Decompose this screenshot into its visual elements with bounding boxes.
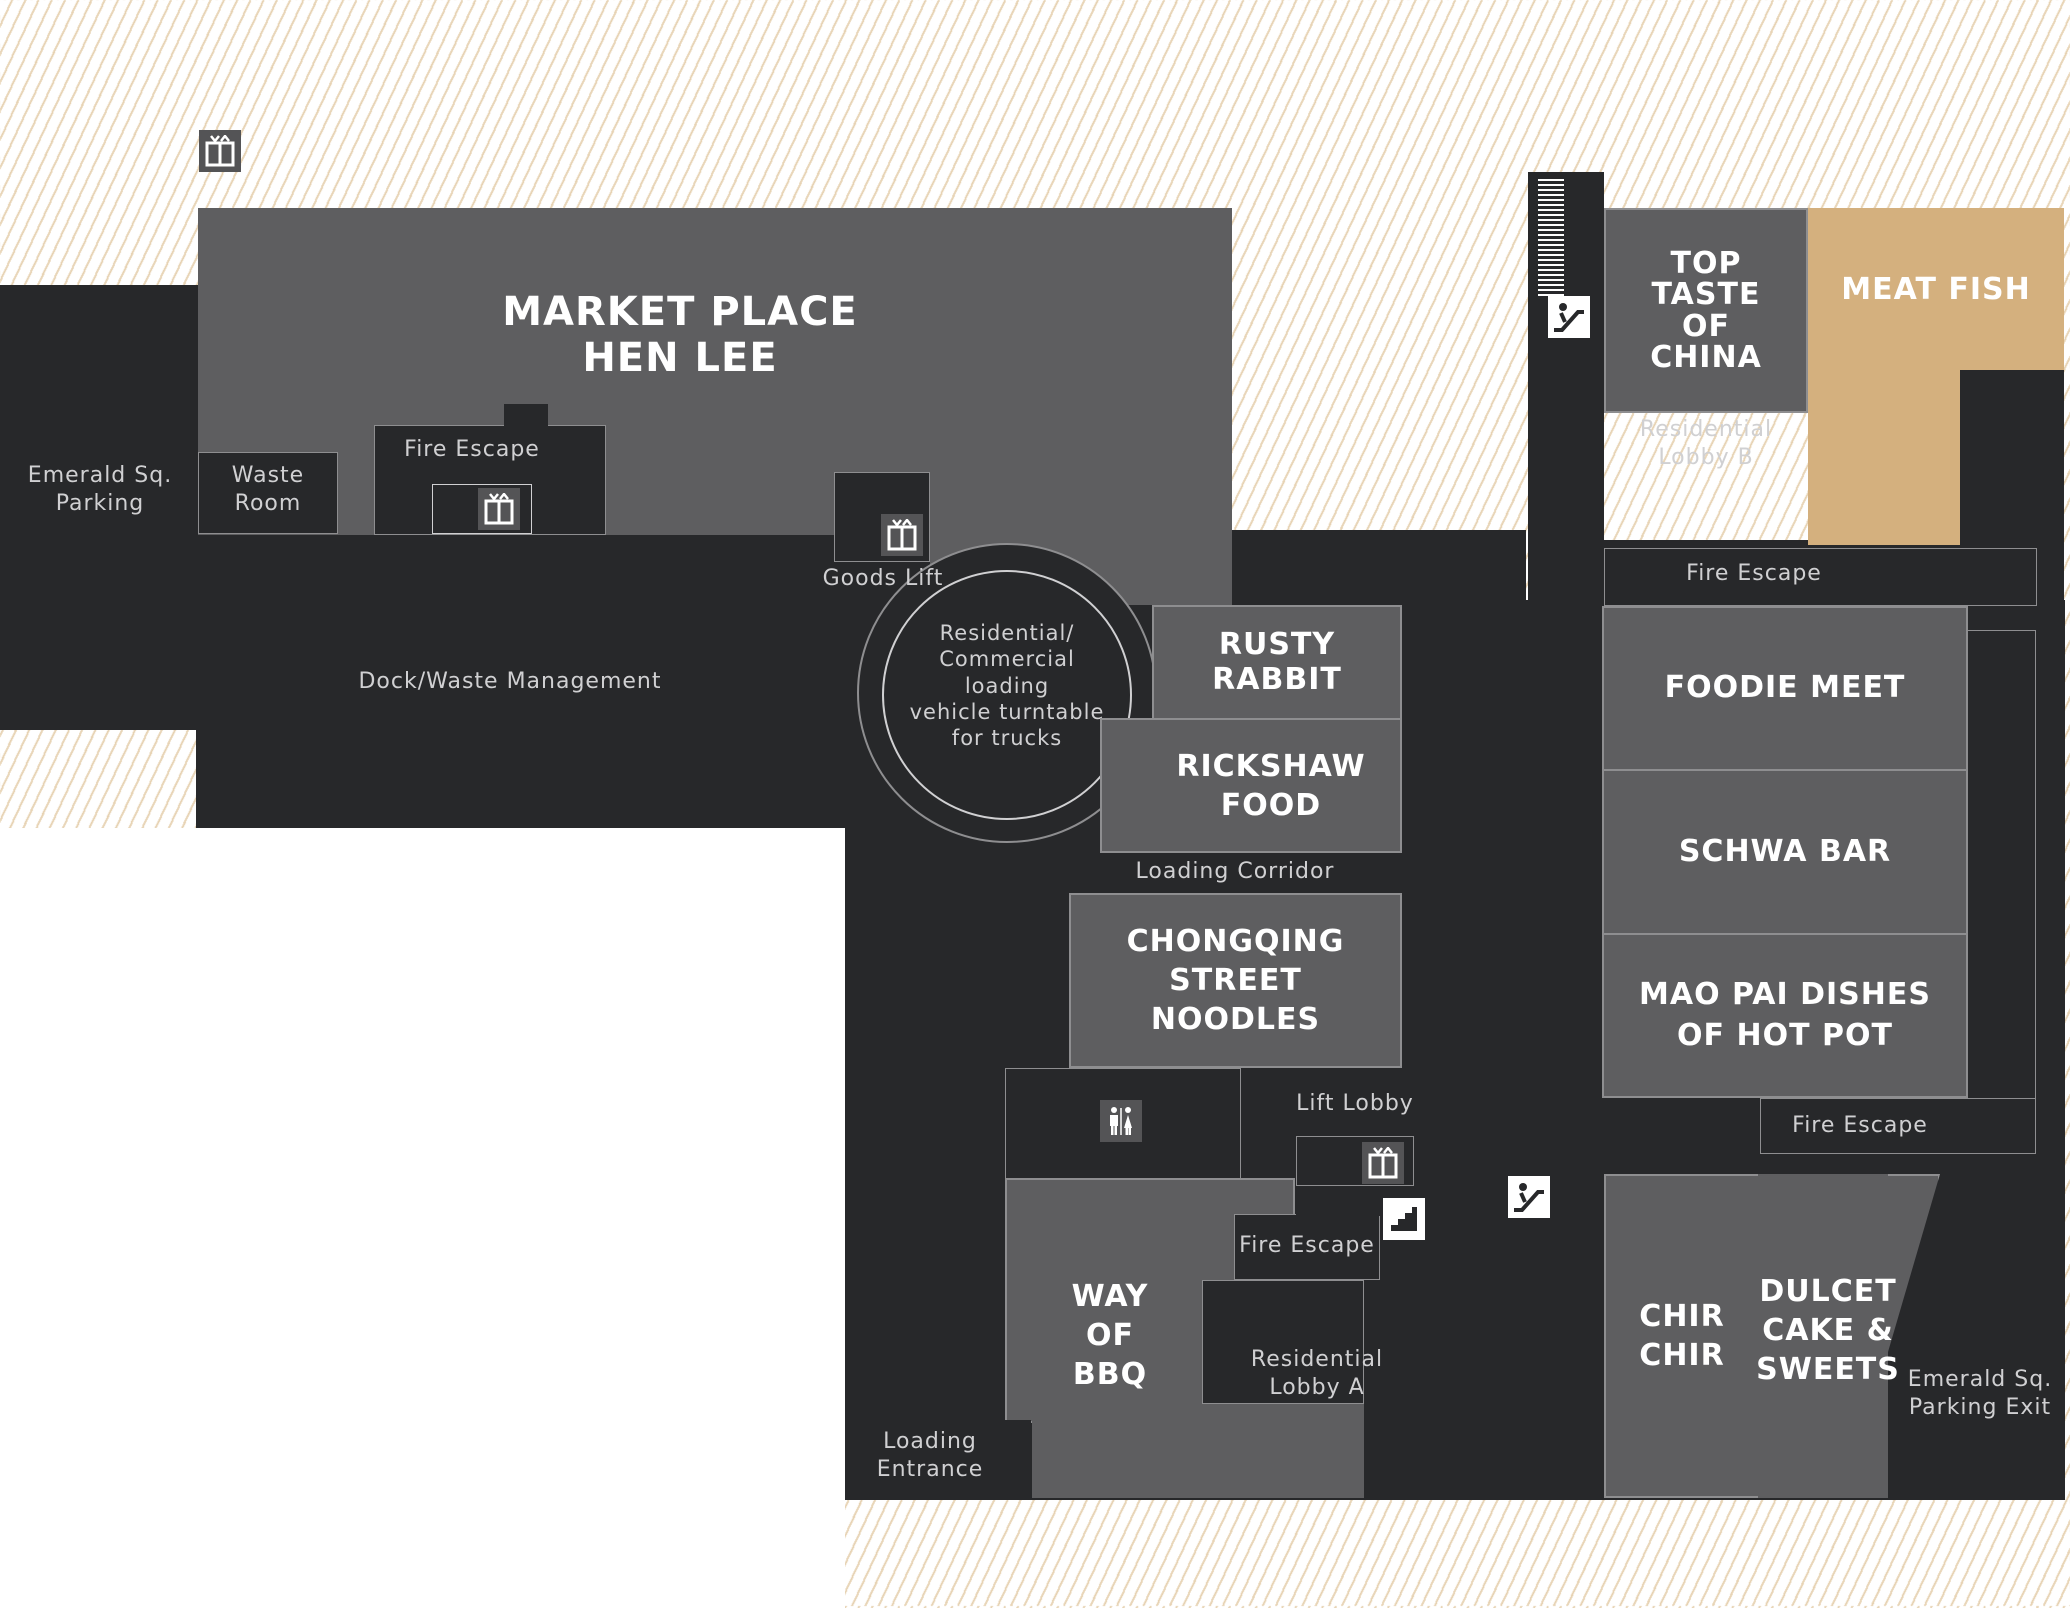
store-meat-fish-tail bbox=[1808, 360, 1960, 545]
lift-icon[interactable] bbox=[881, 514, 923, 556]
loading-entrance-notch bbox=[845, 1420, 1031, 1500]
store-chongqing[interactable] bbox=[1069, 893, 1402, 1068]
label-loading-corridor: Loading Corridor bbox=[1135, 859, 1335, 884]
store-dulcet-body bbox=[1758, 1174, 1888, 1498]
store-meat-fish[interactable] bbox=[1808, 208, 2064, 370]
label-dock-waste: Dock/Waste Management bbox=[358, 669, 662, 694]
label-fire-escape-market: Fire Escape bbox=[404, 437, 540, 462]
fire-escape-right-side bbox=[1964, 630, 2036, 1154]
label-lift-lobby: Lift Lobby bbox=[1296, 1091, 1414, 1116]
store-label-market-place: MARKET PLACE HEN LEE bbox=[502, 289, 858, 381]
escalator-icon[interactable] bbox=[1508, 1176, 1550, 1218]
store-label-rickshaw-food: RICKSHAW FOOD bbox=[1176, 748, 1366, 823]
store-label-chongqing: CHONGQING STREET NOODLES bbox=[1126, 924, 1345, 1037]
store-label-rusty-rabbit: RUSTY RABBIT bbox=[1212, 627, 1342, 697]
lift-icon[interactable] bbox=[478, 488, 520, 530]
store-label-mao-pai: MAO PAI DISHES OF HOT POT bbox=[1639, 977, 1931, 1053]
store-label-chir-chir: CHIR CHIR bbox=[1639, 1299, 1725, 1373]
blank-area bbox=[0, 828, 845, 1608]
store-schwa-bar[interactable] bbox=[1602, 769, 1968, 935]
stairs-icon[interactable] bbox=[1383, 1198, 1425, 1240]
label-fire-escape-right-top: Fire Escape bbox=[1686, 561, 1822, 586]
waste-room bbox=[198, 452, 338, 534]
label-loading-entrance: Loading Entrance bbox=[876, 1429, 984, 1482]
label-waste-room: Waste Room bbox=[231, 463, 305, 516]
escalator-icon[interactable] bbox=[1548, 296, 1590, 338]
store-label-meat-fish: MEAT FISH bbox=[1841, 271, 2031, 307]
store-label-way-of-bbq: WAY OF BBQ bbox=[1071, 1278, 1149, 1392]
store-label-schwa-bar: SCHWA BAR bbox=[1678, 833, 1892, 869]
store-chir-chir[interactable] bbox=[1604, 1174, 1760, 1498]
restroom-icon[interactable] bbox=[1100, 1100, 1142, 1142]
store-mao-pai[interactable] bbox=[1602, 933, 1968, 1098]
fire-escape-market-top bbox=[504, 404, 548, 434]
label-emerald-parking: Emerald Sq. Parking bbox=[27, 463, 173, 516]
store-label-foodie-meet: FOODIE MEET bbox=[1664, 670, 1906, 706]
parking-area bbox=[0, 285, 200, 730]
meat-fish-back bbox=[1958, 370, 2064, 550]
blank-area bbox=[0, 1500, 2070, 1606]
store-rickshaw-food[interactable] bbox=[1100, 718, 1402, 853]
lift-icon[interactable] bbox=[199, 130, 241, 172]
label-goods-lift: Goods Lift bbox=[822, 566, 944, 591]
label-residential-lobby-b: Residential Lobby B bbox=[1639, 417, 1773, 470]
store-label-top-taste: TOP TASTE OF CHINA bbox=[1650, 245, 1762, 375]
fire-escape-right-mid-room bbox=[1760, 1098, 2036, 1154]
label-emerald-parking-exit: Emerald Sq. Parking Exit bbox=[1907, 1367, 2053, 1420]
fire-escape-center-top bbox=[1296, 1186, 1380, 1216]
label-residential-lobby-a: Residential Lobby A bbox=[1250, 1347, 1384, 1400]
fire-escape-right-top-room bbox=[1604, 548, 2037, 606]
lift-icon[interactable] bbox=[1362, 1142, 1404, 1184]
turntable-label: Residential/ Commercial loading vehicle … bbox=[909, 621, 1105, 750]
store-top-taste[interactable] bbox=[1604, 208, 1808, 413]
label-fire-escape-center: Fire Escape bbox=[1239, 1233, 1375, 1258]
vehicle-turntable bbox=[882, 570, 1132, 820]
store-label-dulcet: DULCET CAKE & SWEETS bbox=[1756, 1273, 1900, 1387]
stair-strip bbox=[1538, 176, 1564, 296]
label-fire-escape-right-mid: Fire Escape bbox=[1792, 1113, 1928, 1138]
fire-escape-center-room bbox=[1234, 1214, 1380, 1280]
residential-lobby-a-room bbox=[1202, 1280, 1364, 1404]
